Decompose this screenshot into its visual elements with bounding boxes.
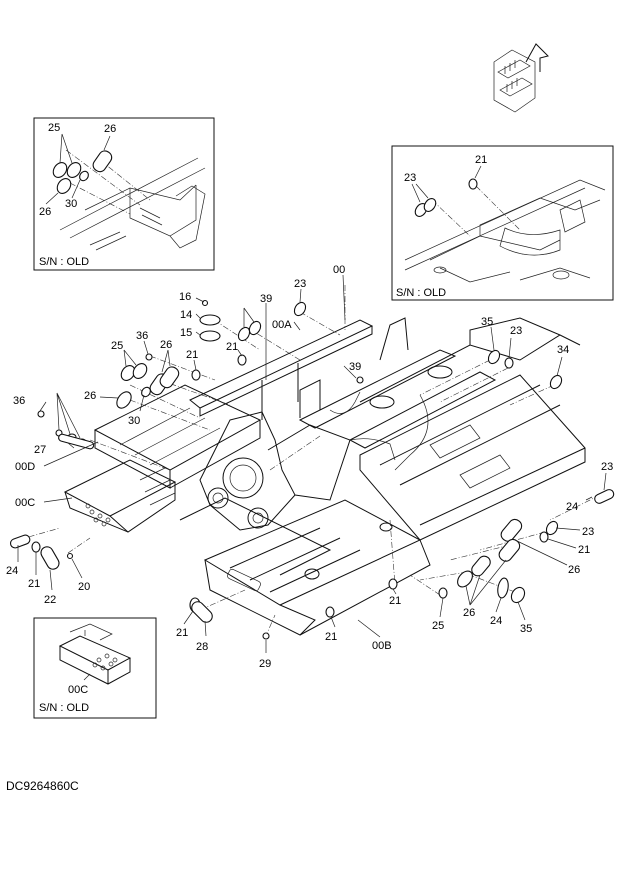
inset-note: S/N : OLD [39, 256, 89, 268]
main-frame-assembly [17, 285, 601, 639]
callout-20: 20 [78, 581, 90, 593]
callout-25: 25 [48, 122, 60, 134]
callout-00C: 00C [68, 684, 88, 696]
drawing-code: DC9264860C [6, 779, 79, 793]
callout-00A: 00A [272, 319, 292, 331]
callout-27: 27 [34, 444, 46, 456]
callout-00: 00 [333, 264, 345, 276]
callout-21: 21 [475, 154, 487, 166]
callout-34: 34 [557, 344, 569, 356]
inset-note: S/N : OLD [39, 702, 89, 714]
callout-25: 25 [432, 620, 444, 632]
callout-28: 28 [196, 641, 208, 653]
callout-30: 30 [65, 198, 77, 210]
callout-21: 21 [578, 544, 590, 556]
callout-36: 36 [13, 395, 25, 407]
inset-upper-left: 25 26 26 30 S/N : OLD [33, 117, 215, 271]
callout-23: 23 [582, 526, 594, 538]
callout-23: 23 [294, 278, 306, 290]
callout-21: 21 [389, 595, 401, 607]
callout-39: 39 [349, 361, 361, 373]
orientation-icon [493, 43, 549, 113]
callout-15: 15 [180, 327, 192, 339]
callout-26: 26 [39, 206, 51, 218]
callout-22: 22 [44, 594, 56, 606]
callout-21: 21 [186, 349, 198, 361]
callout-14: 14 [180, 309, 192, 321]
callout-00C: 00C [15, 497, 35, 509]
callout-labels: 16 14 15 23 39 00 00A 36 25 26 21 21 36 … [6, 264, 613, 670]
callout-26: 26 [104, 123, 116, 135]
callout-21: 21 [325, 631, 337, 643]
seal-parts [9, 299, 615, 640]
callout-21: 21 [176, 627, 188, 639]
callout-23: 23 [404, 172, 416, 184]
callout-16: 16 [179, 291, 191, 303]
callout-29: 29 [259, 658, 271, 670]
callout-00B: 00B [372, 640, 392, 652]
callout-24: 24 [490, 615, 502, 627]
callout-35: 35 [481, 316, 493, 328]
callout-26: 26 [463, 607, 475, 619]
callout-26: 26 [84, 390, 96, 402]
callout-23: 23 [601, 461, 613, 473]
callout-26: 26 [160, 339, 172, 351]
inset-lower-left: 00C S/N : OLD [33, 617, 157, 719]
callout-00D: 00D [15, 461, 35, 473]
callout-24: 24 [566, 501, 578, 513]
callout-21: 21 [28, 578, 40, 590]
callout-30: 30 [128, 415, 140, 427]
inset-note: S/N : OLD [396, 287, 446, 299]
callout-39: 39 [260, 293, 272, 305]
callout-21: 21 [226, 341, 238, 353]
callout-24: 24 [6, 565, 18, 577]
callout-36: 36 [136, 330, 148, 342]
inset-upper-right: 21 23 S/N : OLD [391, 145, 614, 301]
callout-35: 35 [520, 623, 532, 635]
callout-23: 23 [510, 325, 522, 337]
callout-25: 25 [111, 340, 123, 352]
callout-26: 26 [568, 564, 580, 576]
leader-lines [17, 274, 607, 653]
